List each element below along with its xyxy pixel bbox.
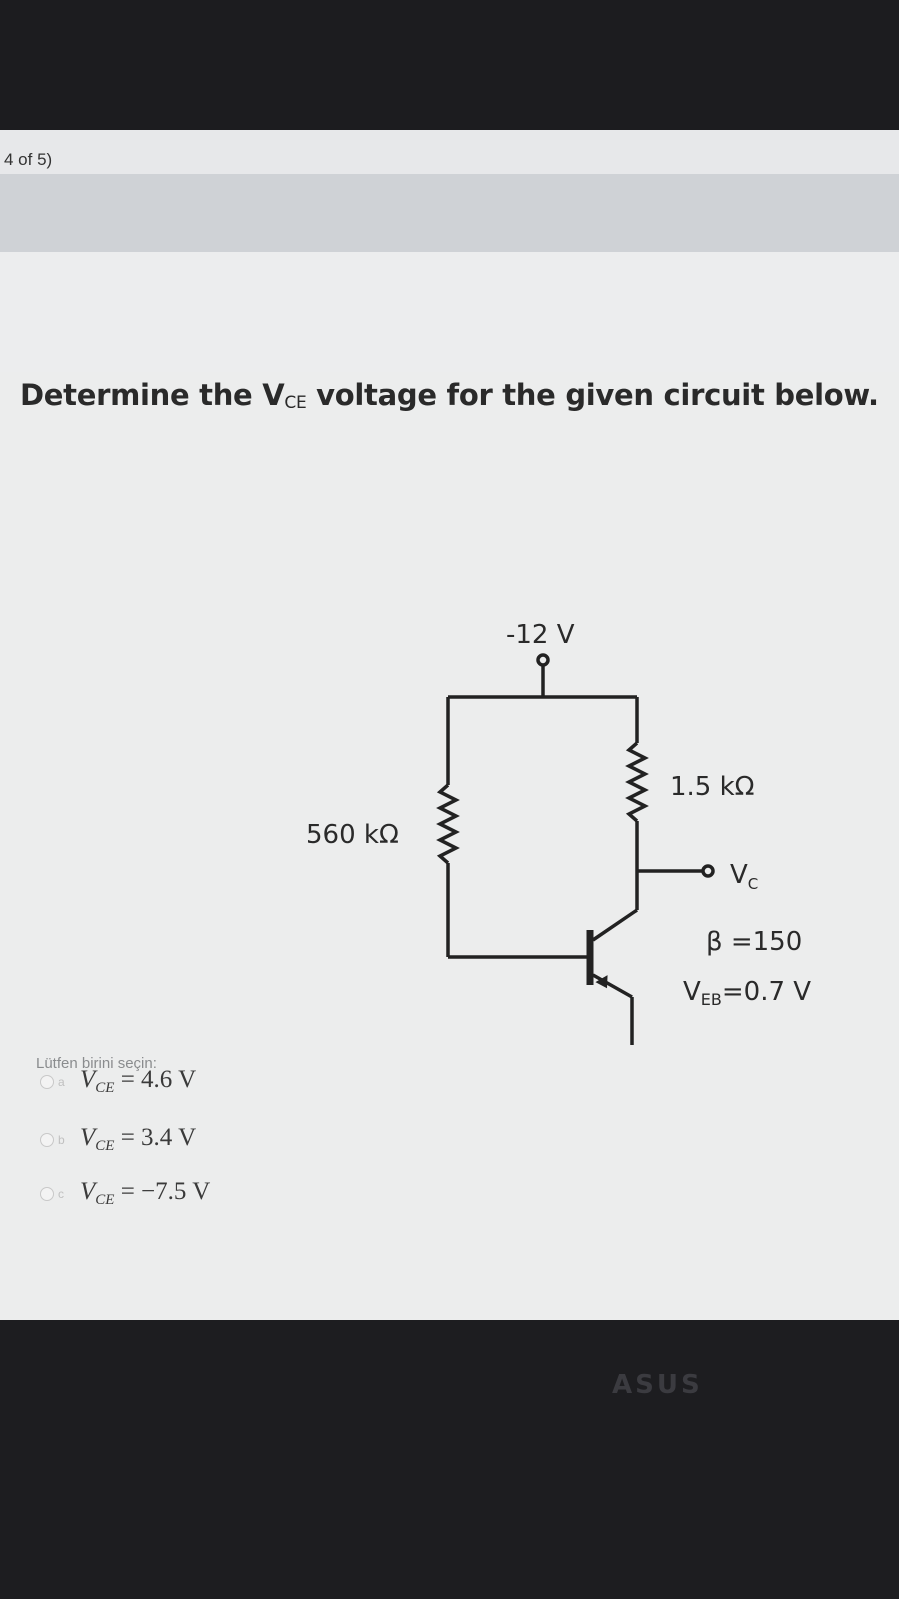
question-text: Determine the VCE voltage for the given …: [20, 378, 879, 413]
progress-strip: 4 of 5): [0, 130, 899, 174]
quiz-screen: 4 of 5) Determine the VCE voltage for th…: [0, 130, 899, 1320]
content-spacer: [0, 252, 899, 372]
option-label-a[interactable]: VCE = 4.6 V: [80, 1066, 197, 1096]
emitter-arrow: [595, 975, 608, 989]
radio-c[interactable]: [40, 1186, 54, 1201]
resistor-rb: [436, 783, 460, 865]
rc-label: 1.5 kΩ: [670, 772, 755, 802]
option-letter-a: a: [58, 1074, 65, 1089]
progress-indicator: 4 of 5): [4, 150, 53, 169]
question-var: V: [262, 378, 285, 412]
veb-label: VEB=0.7 V: [683, 977, 811, 1009]
supply-label: -12 V: [506, 620, 575, 650]
question-prefix: Determine the: [20, 378, 263, 412]
answer-prompt: Lütfen birini seçin:: [36, 1055, 157, 1072]
brand-logo: ASUS: [612, 1370, 703, 1400]
vc-terminal: [701, 864, 715, 878]
option-letter-b: b: [58, 1132, 65, 1147]
vc-label: VC: [730, 860, 758, 893]
option-letter-c: c: [58, 1186, 64, 1201]
monitor-bezel-bottom: ASUS: [0, 1320, 899, 1599]
radio-a[interactable]: [40, 1074, 54, 1089]
option-label-c[interactable]: VCE = −7.5 V: [80, 1178, 211, 1208]
rb-label: 560 kΩ: [306, 820, 399, 850]
question-var-sub: CE: [284, 393, 307, 413]
circuit-diagram: -12 V 560 kΩ 1.5 kΩ VC β =150 VEB=0.7 V: [306, 620, 811, 1045]
option-c[interactable]: c VCE = −7.5 V: [40, 1178, 210, 1209]
monitor-bezel-top: [0, 0, 899, 130]
question-suffix: voltage for the given circuit below.: [306, 378, 879, 412]
supply-terminal: [536, 653, 550, 667]
option-a[interactable]: a VCE = 4.6 V: [40, 1066, 196, 1097]
transistor-emitter-lead: [592, 973, 633, 999]
option-b[interactable]: b VCE = 3.4 V: [40, 1124, 196, 1155]
resistor-rc: [625, 741, 649, 823]
transistor-collector-lead: [592, 908, 638, 942]
radio-b[interactable]: [40, 1132, 54, 1147]
option-label-b[interactable]: VCE = 3.4 V: [80, 1124, 197, 1154]
header-band: [0, 174, 899, 252]
beta-label: β =150: [706, 927, 802, 957]
